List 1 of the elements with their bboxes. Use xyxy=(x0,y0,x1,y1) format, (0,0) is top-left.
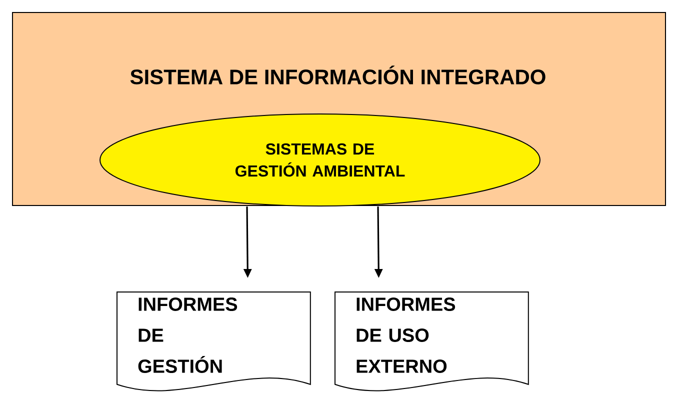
panel-title: SISTEMA DE INFORMACIÓN INTEGRADO xyxy=(130,66,546,84)
